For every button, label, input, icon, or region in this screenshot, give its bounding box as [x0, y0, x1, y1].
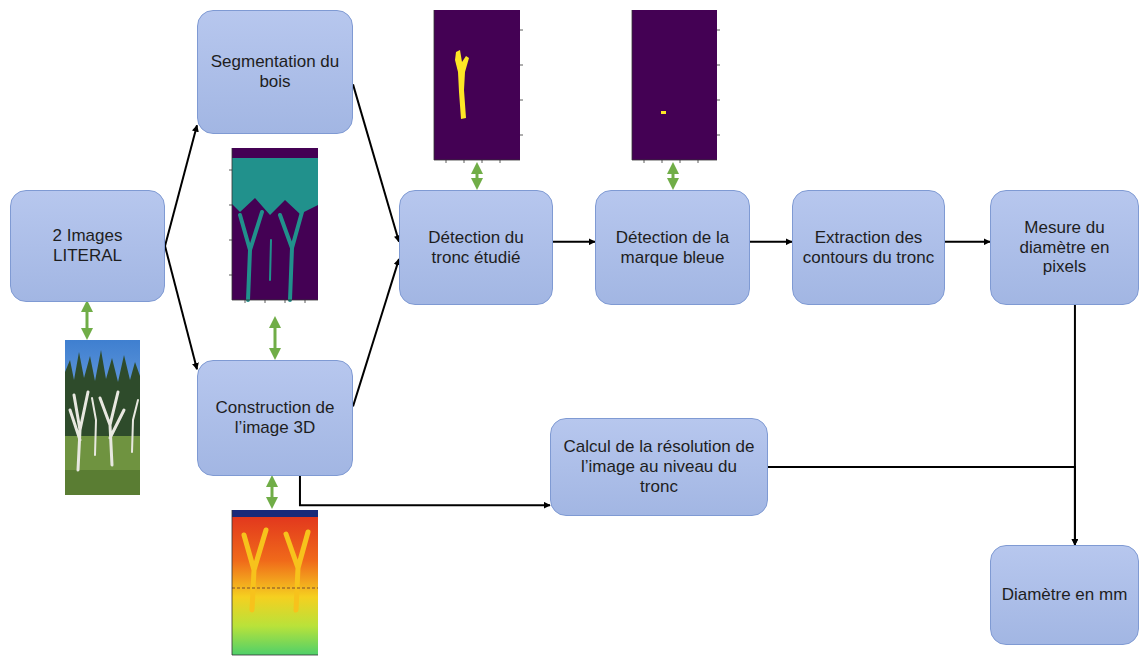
box-label: Mesure du diamètre en pixels	[1000, 218, 1129, 278]
flow-arrow	[165, 125, 197, 246]
flow-arrow	[553, 241, 595, 243]
flow-arrow	[300, 476, 550, 505]
flow-arrow	[750, 241, 792, 243]
orchard-photo	[65, 340, 140, 495]
process-box: Détection du tronc étudié	[399, 190, 553, 305]
box-label: Extraction des contours du tronc	[802, 228, 935, 268]
flow-arrow	[768, 467, 1075, 545]
flow-arrow	[165, 246, 197, 369]
flow-arrow	[353, 259, 399, 406]
flow-arrow	[353, 84, 399, 241]
flow-arrow	[945, 241, 990, 243]
box-label: Diamètre en mm	[1002, 585, 1128, 605]
box-label: Segmentation du bois	[207, 52, 343, 92]
box-label: Calcul de la résolution de l’image au ni…	[560, 437, 758, 497]
process-box: Mesure du diamètre en pixels	[990, 190, 1139, 305]
box-label: Détection de la marque bleue	[605, 228, 740, 268]
depth-map-image	[232, 510, 318, 655]
process-box: Détection de la marque bleue	[595, 190, 750, 305]
process-box: Diamètre en mm	[990, 545, 1139, 645]
process-box: Calcul de la résolution de l’image au ni…	[550, 418, 768, 516]
trunk-mask-image	[434, 10, 523, 163]
segmentation-image	[229, 148, 318, 303]
process-box: 2 Images LITERAL	[10, 190, 165, 302]
box-label: Détection du tronc étudié	[409, 228, 543, 268]
box-label: Construction de l’image 3D	[207, 398, 343, 438]
process-box: Extraction des contours du tronc	[792, 190, 945, 305]
box-label: 2 Images LITERAL	[20, 226, 155, 266]
process-box: Construction de l’image 3D	[197, 360, 353, 476]
process-box: Segmentation du bois	[197, 10, 353, 134]
blue-mark-image	[632, 10, 720, 163]
